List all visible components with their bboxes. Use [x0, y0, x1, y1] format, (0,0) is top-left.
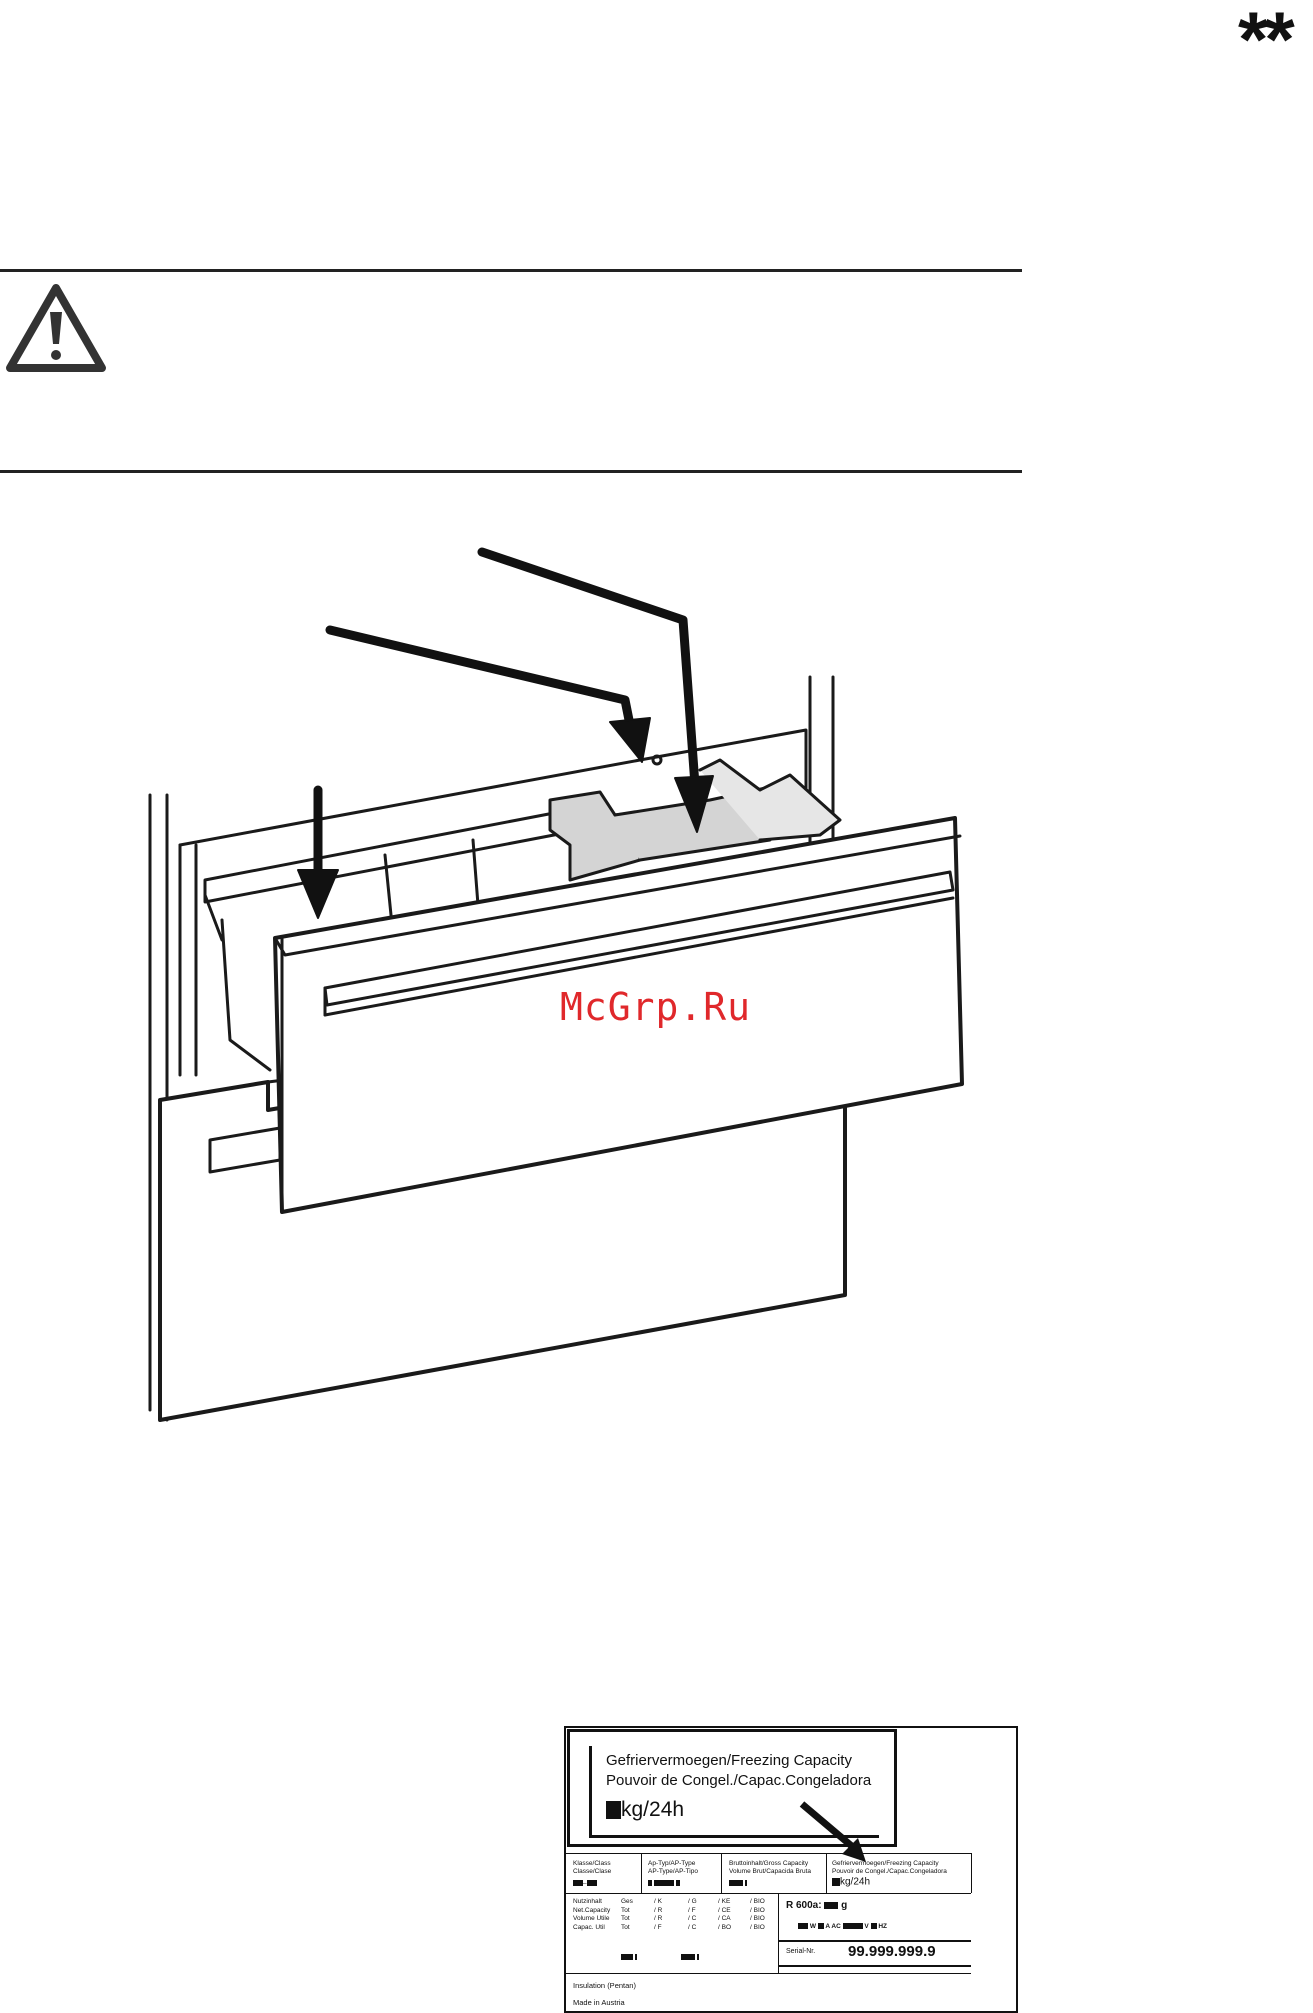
serial-label: Serial-Nr.	[786, 1948, 816, 1955]
watermark-text: McGrp.Ru	[560, 985, 752, 1029]
net-capacity-col3: / G / F / C / C	[688, 1898, 697, 1931]
freezing-capacity-callout	[567, 1729, 897, 1847]
gefrier-cell: Gefriervermoegen/Freezing Capacity Pouvo…	[832, 1860, 947, 1888]
net-capacity-col2: / K / R / R / F	[654, 1898, 663, 1931]
brutto-cell: Bruttoinhalt/Gross Capacity Volume Brut/…	[729, 1860, 811, 1888]
electrical-line: W A AC V HZ	[798, 1923, 887, 1930]
warning-bottom-rule	[0, 470, 1022, 473]
callout-line2: Pouvoir de Congel./Capac.Congeladora	[606, 1772, 872, 1789]
net-capacity-col1: Ges Tot Tot Tot	[621, 1898, 633, 1931]
klasse-cell: Klasse/Class Classe/Clase –	[573, 1860, 612, 1887]
made-in-text: Made in Austria	[573, 1998, 625, 2007]
serial-value: 99.999.999.9	[848, 1943, 936, 1960]
net-capacity-col4: / KE / CE / CA / BO	[718, 1898, 732, 1931]
net-capacity-col5: / BIO / BIO / BIO / BIO	[750, 1898, 765, 1931]
callout-bracket	[589, 1746, 592, 1838]
page-marker: **	[1238, 0, 1295, 83]
refrigerant-line: R 600a: g	[786, 1900, 848, 1911]
freezer-drawer-illustration	[148, 547, 964, 1422]
net-capacity-labels: Nutzinhalt Net.Capacity Volume Utile Cap…	[573, 1898, 611, 1931]
callout-arrow-icon	[799, 1801, 866, 1862]
warning-top-rule	[0, 269, 1022, 272]
callout-unit: kg/24h	[621, 1798, 685, 1821]
net-capacity-values	[621, 1954, 699, 1961]
callout-capacity: kg/24h	[606, 1798, 684, 1822]
rating-plate: Gefriervermoegen/Freezing Capacity Pouvo…	[564, 1726, 1018, 2013]
insulation-text: Insulation (Pentan)	[573, 1981, 636, 1990]
warning-triangle-icon	[6, 284, 106, 372]
aptype-cell: Ap-Typ/AP-Type AP-Type/AP-Tipo	[648, 1860, 698, 1888]
callout-line1: Gefriervermoegen/Freezing Capacity	[606, 1752, 852, 1769]
callout-bracket-base	[589, 1835, 879, 1838]
